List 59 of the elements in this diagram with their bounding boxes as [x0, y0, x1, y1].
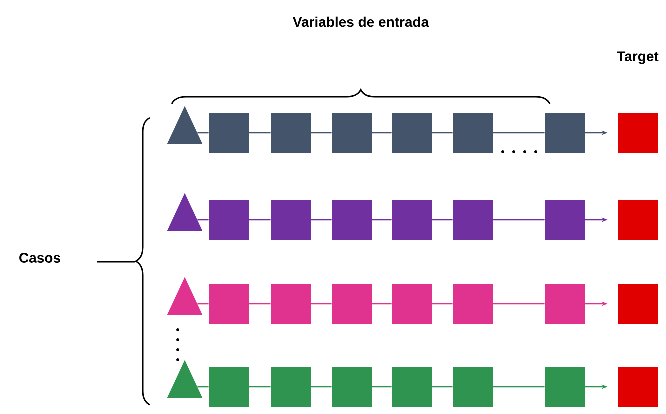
connector-line [372, 219, 392, 221]
connector-line [311, 132, 332, 134]
square [209, 367, 249, 407]
target-square [618, 200, 658, 240]
square [332, 367, 372, 407]
triangle [167, 277, 203, 316]
square [332, 284, 372, 324]
square [545, 284, 585, 324]
square [545, 113, 585, 153]
triangle [167, 106, 203, 144]
connector-line [198, 132, 209, 134]
square [453, 200, 493, 240]
connector-line [311, 303, 332, 305]
square [209, 200, 249, 240]
square [545, 367, 585, 407]
connector-line [493, 303, 545, 305]
connector-line [198, 303, 209, 305]
connector-line [493, 219, 545, 221]
square [209, 113, 249, 153]
label: Target [617, 52, 659, 64]
label: Casos [20, 253, 60, 263]
connector-line [432, 219, 453, 221]
connector-line [198, 386, 209, 388]
target-square [618, 367, 658, 407]
square [545, 200, 585, 240]
square [209, 284, 249, 324]
connector-line [249, 132, 271, 134]
connector-line [249, 303, 271, 305]
target-square [618, 113, 658, 153]
triangle [167, 360, 203, 398]
connector-line [372, 386, 392, 388]
connector-line [493, 132, 545, 134]
square [392, 367, 432, 407]
square [271, 113, 311, 153]
connector-line [432, 303, 453, 305]
triangle [167, 193, 203, 232]
square [271, 284, 311, 324]
connector-line [249, 219, 271, 221]
target-square [618, 284, 658, 324]
square [271, 367, 311, 407]
square [392, 284, 432, 324]
label: Variables de entrada [293, 16, 430, 28]
square [392, 113, 432, 153]
square [332, 113, 372, 153]
connector-line [311, 219, 332, 221]
connector-line [372, 132, 392, 134]
connector-line [249, 386, 271, 388]
square [453, 284, 493, 324]
connector-line [372, 303, 392, 305]
square [392, 200, 432, 240]
connector-line [493, 386, 545, 388]
square [453, 367, 493, 407]
connector-line [432, 132, 453, 134]
square [453, 113, 493, 153]
square [332, 200, 372, 240]
connector-line [432, 386, 453, 388]
connector-line [311, 386, 332, 388]
connector-line [198, 219, 209, 221]
square [271, 200, 311, 240]
